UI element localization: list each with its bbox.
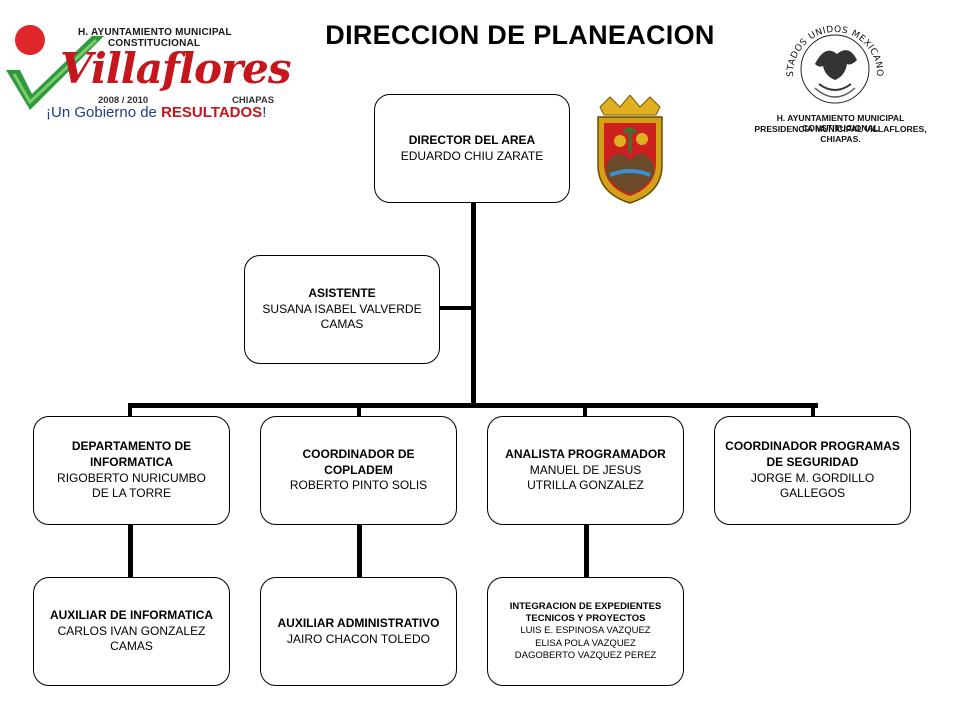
coplade-box: COORDINADOR DE COPLADEM ROBERTO PINTO SO… bbox=[260, 416, 457, 525]
expedientes-name-3: DAGOBERTO VAZQUEZ PEREZ bbox=[514, 649, 657, 661]
dept-informatica-name-1: RIGOBERTO NURICUMBO bbox=[57, 470, 206, 485]
header-right-line-1: H. AYUNTAMIENTO MUNICIPAL CONSTITUCIONAL bbox=[776, 113, 905, 133]
analista-title: ANALISTA PROGRAMADOR bbox=[505, 447, 666, 462]
aux-admin-box: AUXILIAR ADMINISTRATIVO JAIRO CHACON TOL… bbox=[260, 577, 457, 686]
expedientes-name-1: LUIS E. ESPINOSA VAZQUEZ bbox=[520, 625, 651, 637]
header-right-line-2: PRESIDENCIA MUNICIPAL VILLAFLORES, CHIAP… bbox=[754, 124, 927, 144]
expedientes-title-1: INTEGRACION DE EXPEDIENTES bbox=[509, 601, 662, 613]
connector-assistant bbox=[440, 306, 476, 310]
dept-informatica-title-1: DEPARTAMENTO DE bbox=[71, 439, 192, 454]
assistant-name-1: SUSANA ISABEL VALVERDE bbox=[262, 301, 422, 316]
slogan-suffix: ! bbox=[262, 104, 267, 121]
slogan-highlight: RESULTADOS bbox=[161, 104, 263, 121]
director-name: EDUARDO CHIU ZARATE bbox=[400, 148, 544, 163]
connector-drop-analista bbox=[583, 403, 587, 417]
chiapas-shield-icon bbox=[597, 95, 663, 204]
analista-box: ANALISTA PROGRAMADOR MANUEL DE JESUS UTR… bbox=[487, 416, 684, 525]
aux-admin-title: AUXILIAR ADMINISTRATIVO bbox=[277, 615, 440, 630]
dept-informatica-box: DEPARTAMENTO DE INFORMATICA RIGOBERTO NU… bbox=[33, 416, 230, 525]
assistant-box: ASISTENTE SUSANA ISABEL VALVERDE CAMAS bbox=[244, 255, 440, 364]
mexican-seal-icon: ESTADOS UNIDOS MEXICANOS bbox=[775, 14, 884, 104]
seguridad-title-2: DE SEGURIDAD bbox=[766, 454, 859, 469]
director-title: DIRECTOR DEL AREA bbox=[408, 132, 536, 147]
analista-name-1: MANUEL DE JESUS bbox=[529, 462, 642, 477]
expedientes-box: INTEGRACION DE EXPEDIENTES TECNICOS Y PR… bbox=[487, 577, 684, 686]
coplade-name: ROBERTO PINTO SOLIS bbox=[289, 478, 428, 493]
page-title: DIRECCION DE PLANEACION bbox=[325, 20, 715, 50]
aux-informatica-name-2: CAMAS bbox=[110, 639, 153, 654]
logo-slogan: ¡Un Gobierno de RESULTADOS! bbox=[46, 104, 266, 121]
connector-drop-coplade bbox=[357, 403, 361, 417]
assistant-title: ASISTENTE bbox=[308, 286, 376, 301]
connector-informatica-aux bbox=[128, 523, 133, 578]
slogan-prefix: ¡Un Gobierno de bbox=[46, 104, 162, 121]
assistant-name-2: CAMAS bbox=[320, 317, 364, 332]
villaflores-logo: H. AYUNTAMIENTO MUNICIPAL CONSTITUCIONAL… bbox=[0, 0, 291, 135]
aux-admin-name: JAIRO CHACON TOLEDO bbox=[287, 631, 430, 646]
logo-wordmark: Villaflores bbox=[60, 44, 291, 93]
director-box: DIRECTOR DEL AREA EDUARDO CHIU ZARATE bbox=[374, 94, 570, 203]
aux-informatica-title: AUXILIAR DE INFORMATICA bbox=[49, 608, 214, 623]
coplade-title-1: COORDINADOR DE bbox=[302, 447, 415, 462]
dept-informatica-title-2: INFORMATICA bbox=[89, 454, 174, 469]
aux-informatica-box: AUXILIAR DE INFORMATICA CARLOS IVAN GONZ… bbox=[33, 577, 230, 686]
seguridad-title-1: COORDINADOR PROGRAMAS bbox=[725, 439, 900, 454]
logo-line-2: CONSTITUCIONAL bbox=[108, 38, 201, 49]
connector-horizontal-bus bbox=[128, 403, 818, 408]
seguridad-name-1: JORGE M. GORDILLO bbox=[750, 470, 875, 485]
check-mark-logo-icon bbox=[6, 25, 104, 110]
logo-line-1: H. AYUNTAMIENTO MUNICIPAL bbox=[78, 27, 232, 38]
connector-drop-seguridad bbox=[811, 403, 815, 417]
dept-informatica-name-2: DE LA TORRE bbox=[92, 486, 171, 501]
connector-coplade-aux bbox=[357, 523, 362, 578]
seguridad-box: COORDINADOR PROGRAMAS DE SEGURIDAD JORGE… bbox=[714, 416, 911, 525]
connector-analista-expedientes bbox=[584, 523, 589, 578]
analista-name-2: UTRILLA GONZALEZ bbox=[527, 478, 644, 493]
coplade-title-2: COPLADEM bbox=[324, 462, 393, 477]
logo-years: 2008 / 2010 bbox=[98, 95, 149, 106]
connector-trunk bbox=[471, 202, 476, 406]
aux-informatica-name-1: CARLOS IVAN GONZALEZ bbox=[57, 623, 206, 638]
seguridad-name-2: GALLEGOS bbox=[779, 486, 846, 501]
logo-state: CHIAPAS bbox=[232, 95, 275, 106]
expedientes-name-2: ELISA POLA VAZQUEZ bbox=[535, 637, 636, 649]
connector-drop-informatica bbox=[128, 403, 132, 417]
expedientes-title-2: TECNICOS Y PROYECTOS bbox=[525, 613, 646, 625]
